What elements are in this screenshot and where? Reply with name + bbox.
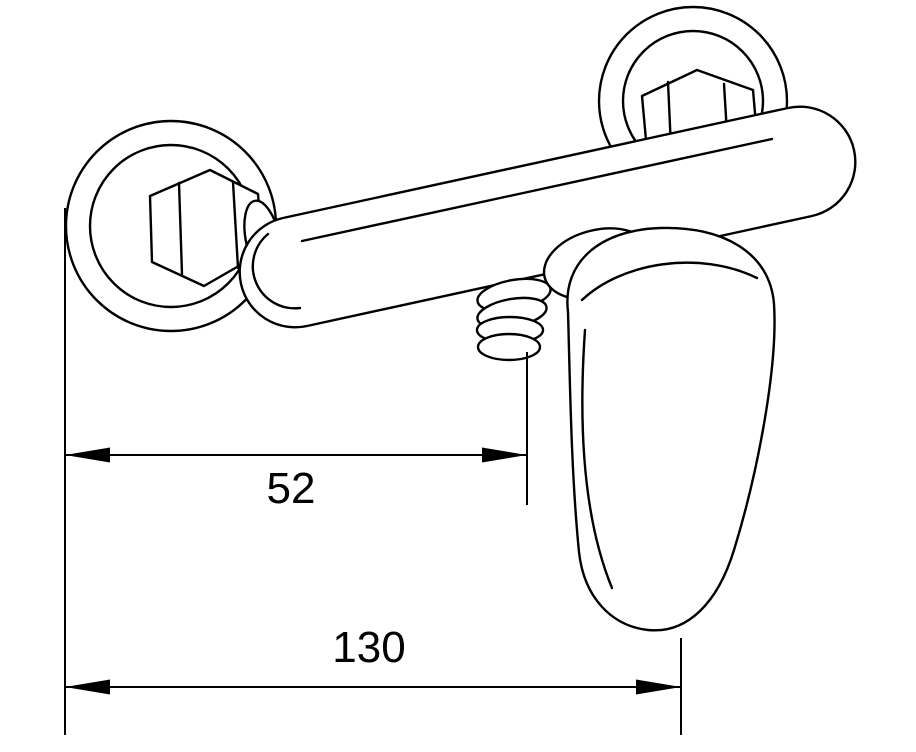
lever-handle xyxy=(566,226,776,632)
body-outline xyxy=(238,105,857,329)
dimension-label-52: 52 xyxy=(267,464,316,513)
arrowhead-left-icon xyxy=(65,679,110,695)
outlet-end-rib xyxy=(476,332,542,362)
arrowhead-left-icon xyxy=(65,447,110,463)
arrowhead-right-icon xyxy=(636,679,681,695)
handle-outline xyxy=(566,226,776,632)
dimension-130: 130 xyxy=(65,623,681,695)
dimension-label-130: 130 xyxy=(332,623,405,672)
faucet-drawing xyxy=(64,5,857,632)
mixer-body xyxy=(238,105,857,329)
hex-facet-line xyxy=(231,180,240,270)
arrowhead-right-icon xyxy=(482,447,527,463)
handle-side-contour xyxy=(581,328,614,590)
hex-facet-line xyxy=(177,181,184,276)
dimension-52: 52 xyxy=(65,447,527,513)
body-endcap-arc xyxy=(251,232,302,310)
body-highlight-line xyxy=(300,137,774,243)
dimensions: 52 130 xyxy=(64,208,682,735)
handle-cap-edge xyxy=(580,261,759,302)
